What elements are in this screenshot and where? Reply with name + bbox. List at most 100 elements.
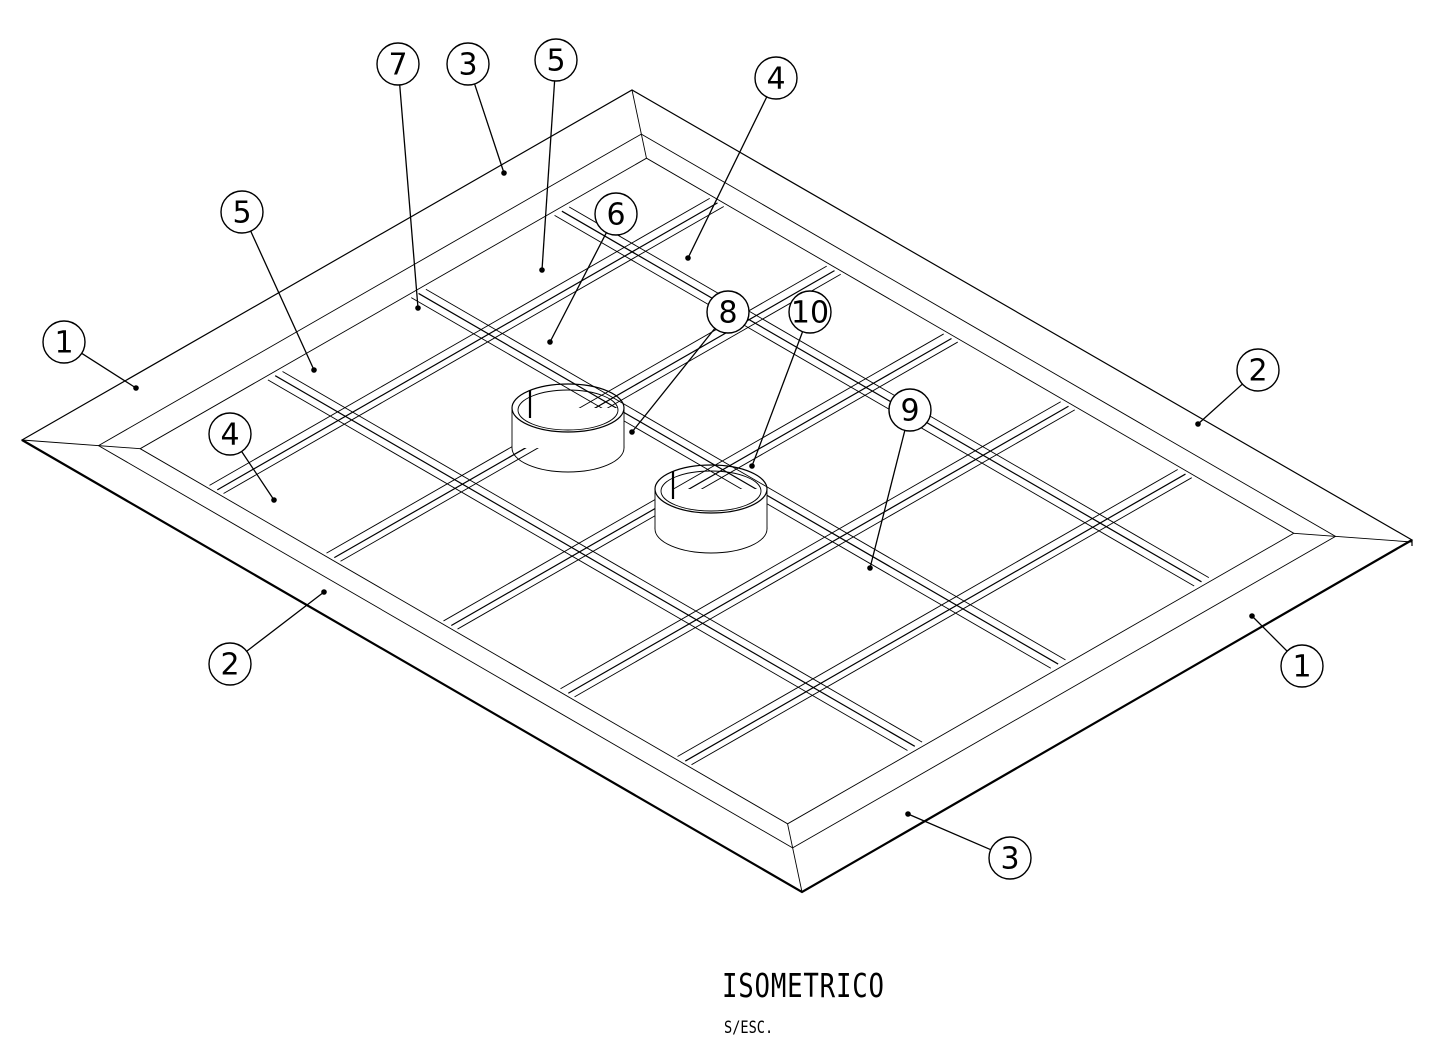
callout-pointer-dot bbox=[501, 170, 507, 176]
callout-c4a: 4 bbox=[208, 412, 277, 503]
callout-circle bbox=[376, 42, 420, 86]
callout-pointer-dot bbox=[547, 339, 553, 345]
main-beam-3-line-2 bbox=[561, 210, 1202, 583]
callout-circle bbox=[534, 38, 578, 82]
pipe-ring-top bbox=[511, 383, 625, 433]
cross-joist-5-line-3 bbox=[691, 477, 1192, 766]
callout-c3b: 3 bbox=[905, 811, 1032, 880]
pipe-ring-inner bbox=[517, 389, 619, 431]
pipe-ring-2 bbox=[654, 464, 768, 554]
callout-pointer-dot bbox=[271, 497, 277, 503]
callout-c8: 8 bbox=[629, 290, 750, 435]
callout-circle bbox=[888, 388, 932, 432]
callout-pointer-dot bbox=[749, 463, 755, 469]
callout-pointer-dot bbox=[321, 589, 327, 595]
callout-c10: 10 bbox=[749, 290, 832, 469]
callout-pointer-dot bbox=[867, 565, 873, 571]
callout-leader bbox=[549, 232, 607, 343]
callout-c6: 6 bbox=[547, 192, 638, 345]
callout-pointer-dot bbox=[311, 367, 317, 373]
callout-number: 10 bbox=[791, 296, 829, 331]
cross-joist-5-line-1 bbox=[677, 469, 1178, 757]
pipe-ring-body bbox=[655, 489, 767, 529]
callout-number: 5 bbox=[546, 44, 565, 79]
cross-joist-4-line-3 bbox=[574, 409, 1075, 698]
callout-pointer-dot bbox=[133, 385, 139, 391]
callout-number: 4 bbox=[766, 62, 785, 97]
callout-leader bbox=[687, 96, 768, 259]
callout-c5b: 5 bbox=[534, 38, 578, 273]
frame-rim-2 bbox=[139, 157, 1295, 825]
cross-joist-3-line-2 bbox=[451, 337, 952, 626]
callout-leader bbox=[246, 591, 325, 652]
callout-leader bbox=[541, 80, 556, 271]
callout-number: 1 bbox=[54, 326, 73, 361]
callout-leader bbox=[473, 83, 505, 174]
callout-circle bbox=[220, 190, 264, 234]
callout-c9: 9 bbox=[867, 388, 932, 571]
callout-circle bbox=[42, 320, 86, 364]
callout-leader bbox=[907, 813, 991, 851]
cross-joist-1-line-3 bbox=[223, 206, 724, 494]
frame-structure bbox=[20, 89, 1414, 894]
main-beam-1-line-3 bbox=[282, 371, 923, 743]
main-beam-2-line-1 bbox=[411, 297, 1052, 669]
callout-pointer-dot bbox=[539, 267, 545, 273]
pipe-ring-body bbox=[512, 408, 624, 448]
frame-mitre-2 bbox=[631, 89, 647, 159]
callout-leader bbox=[1251, 615, 1288, 652]
cross-joist-4-line-1 bbox=[560, 401, 1061, 690]
callout-circle bbox=[1280, 644, 1324, 688]
callout-number: 5 bbox=[232, 196, 251, 231]
pipe-ring-1 bbox=[511, 383, 625, 473]
callout-number: 2 bbox=[220, 648, 239, 683]
callout-c2b: 2 bbox=[1195, 348, 1280, 427]
cross-joist-3-line-3 bbox=[457, 341, 958, 630]
callout-c7: 7 bbox=[376, 42, 421, 311]
main-beam-1-line-1 bbox=[267, 379, 908, 751]
callout-circle bbox=[208, 412, 252, 456]
main-beam-3-line-1 bbox=[554, 214, 1195, 587]
pipe-ring-top bbox=[654, 464, 768, 514]
frame-mitre-3 bbox=[1293, 532, 1413, 543]
callout-circle bbox=[594, 192, 638, 236]
main-beam-2-line-2 bbox=[418, 292, 1059, 665]
callout-leader bbox=[751, 331, 804, 467]
pipe-rings bbox=[511, 383, 768, 554]
callout-leader bbox=[399, 84, 419, 309]
callout-pointer-dot bbox=[685, 255, 691, 261]
callout-pointer-dot bbox=[1249, 613, 1255, 619]
callout-leader bbox=[81, 352, 137, 389]
callout-number: 6 bbox=[606, 198, 625, 233]
callout-number: 7 bbox=[388, 48, 407, 83]
callout-number: 4 bbox=[220, 418, 239, 453]
callout-number: 3 bbox=[1000, 842, 1019, 877]
callout-pointer-dot bbox=[1195, 421, 1201, 427]
callout-leader bbox=[1197, 383, 1243, 425]
callout-number: 2 bbox=[1248, 354, 1267, 389]
cross-joist-3-line-1 bbox=[443, 333, 944, 622]
callout-leader bbox=[241, 451, 275, 501]
callout-c1a: 1 bbox=[42, 320, 139, 391]
callout-leader bbox=[250, 230, 315, 371]
callout-number: 8 bbox=[718, 296, 737, 331]
scale-note: S/ESC. bbox=[724, 1018, 774, 1038]
callout-pointer-dot bbox=[629, 429, 635, 435]
pipe-ring-inner bbox=[660, 470, 762, 512]
drawing-title: ISOMETRICO bbox=[722, 966, 885, 1005]
main-beam-2-line-3 bbox=[425, 288, 1066, 661]
cross-joist-4-line-2 bbox=[568, 405, 1069, 694]
callout-pointer-dot bbox=[415, 305, 421, 311]
callout-leader bbox=[631, 327, 716, 433]
cross-joist-1-line-2 bbox=[217, 202, 718, 491]
callout-number: 3 bbox=[458, 48, 477, 83]
cross-joist-1-line-1 bbox=[209, 197, 710, 486]
callout-c5a: 5 bbox=[220, 190, 317, 373]
callout-leader bbox=[869, 430, 906, 569]
callout-circle bbox=[208, 642, 252, 686]
main-beam-1-line-2 bbox=[274, 375, 916, 747]
callout-circle bbox=[988, 836, 1032, 880]
callout-circle bbox=[446, 42, 490, 86]
